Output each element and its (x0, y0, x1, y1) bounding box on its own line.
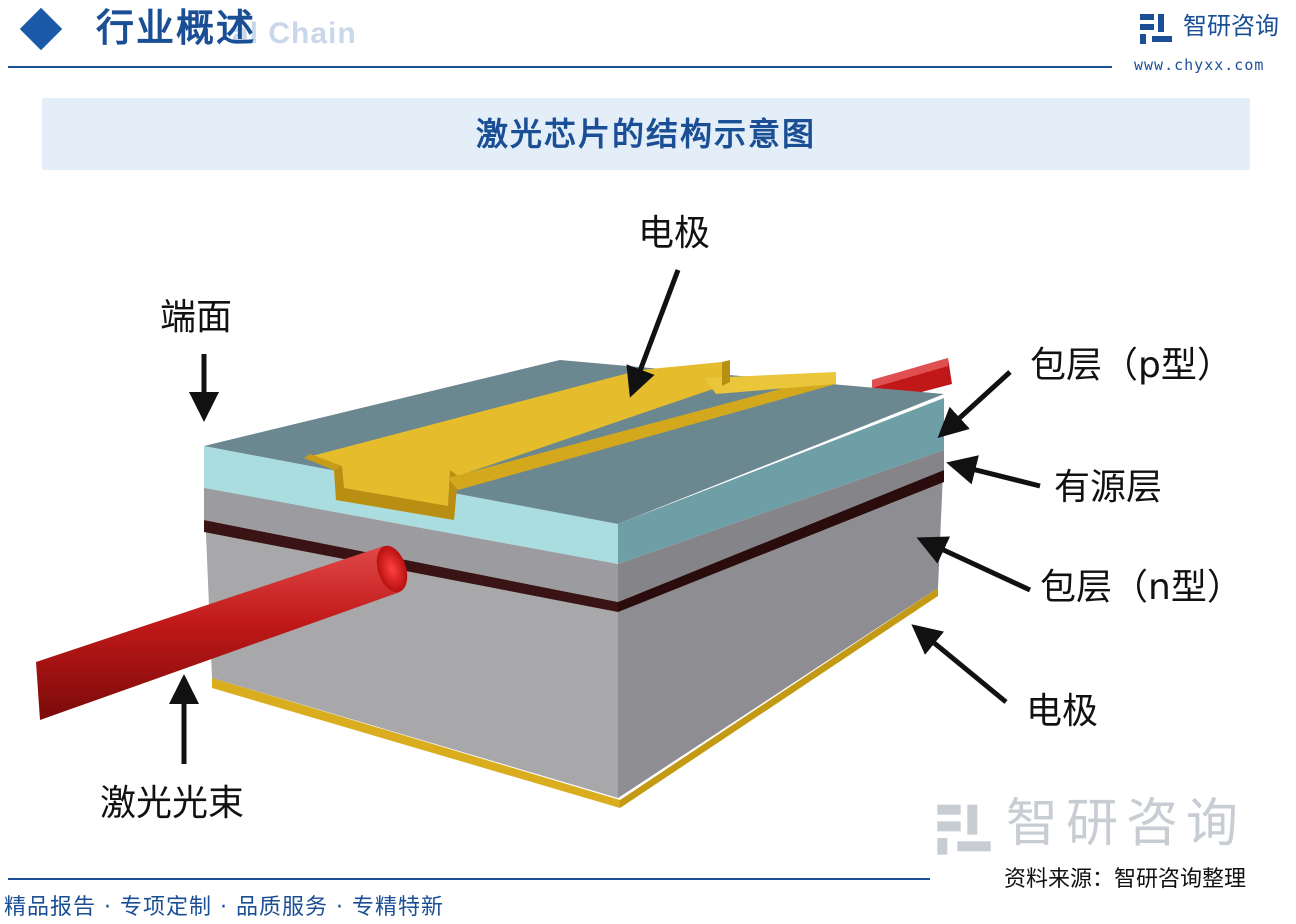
active-layer-front (204, 520, 618, 612)
label-end-face: 端面 (160, 297, 233, 338)
arrow-n-cladding (916, 536, 1032, 593)
label-n-cladding: 包层（n型） (1040, 567, 1243, 608)
footer-divider (8, 878, 930, 880)
label-laser-beam: 激光光束 (100, 783, 245, 824)
title-band (42, 98, 1250, 170)
source-note: 资料来源：智研咨询整理 (1004, 867, 1247, 892)
bottom-electrode (212, 588, 938, 808)
brand-name: 智研咨询 (1183, 12, 1279, 40)
arrow-active-layer (946, 455, 1041, 489)
n-cladding-side (618, 450, 944, 798)
page-title: 行业概述 (96, 6, 257, 50)
active-layer-side (618, 470, 944, 612)
arrow-p-cladding (937, 370, 1012, 439)
label-active-layer: 有源层 (1054, 467, 1163, 508)
watermark-text: 智研咨询 (1006, 794, 1247, 854)
laser-beam-front (36, 545, 408, 720)
top-electrode (304, 360, 836, 520)
label-p-cladding: 包层（p型） (1030, 345, 1233, 386)
diagram-title: 激光芯片的结构示意图 (475, 115, 816, 153)
watermark-logo-icon (937, 804, 991, 855)
label-bottom-electrode: 电极 (1026, 691, 1099, 732)
label-top-electrode: 电极 (638, 213, 711, 254)
header-divider (8, 66, 1112, 68)
arrow-bottom-electrode (911, 624, 1008, 704)
brand-url: www.chyxx.com (1134, 56, 1265, 74)
footer-tags: 精品报告 · 专项定制 · 品质服务 · 专精特新 (4, 895, 444, 920)
header-ghost-text: al Chain (232, 17, 357, 50)
p-cladding-side (618, 398, 944, 564)
brand-logo-icon (1140, 14, 1172, 44)
arrow-top-electrode (626, 269, 681, 398)
